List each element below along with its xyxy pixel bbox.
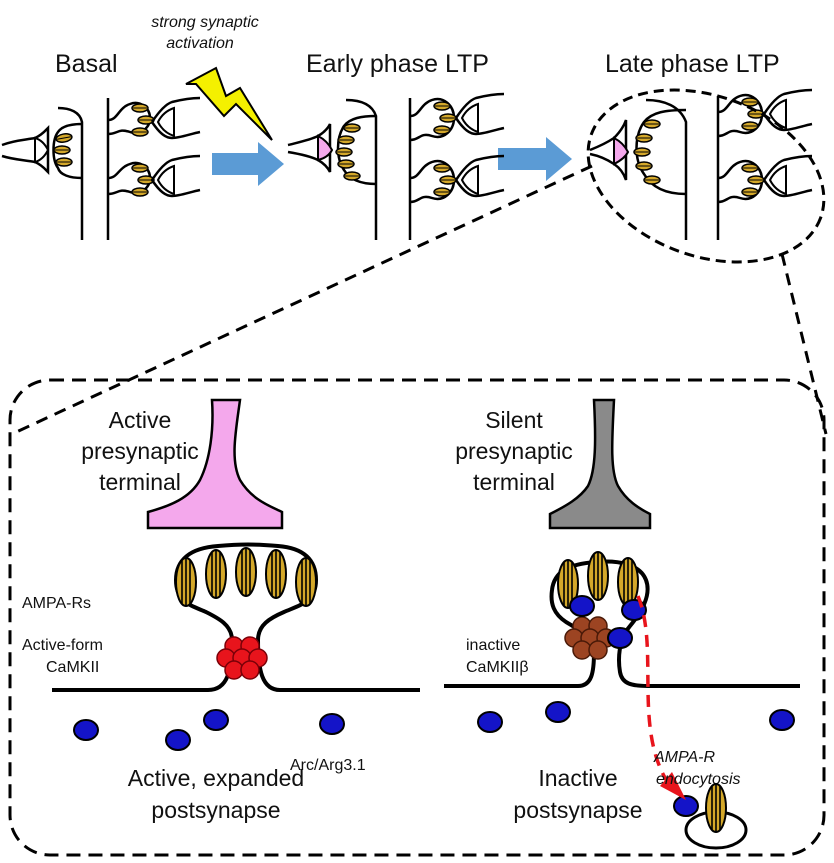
- active-terminal-label-line2: presynaptic: [81, 438, 199, 464]
- silent-postsynapse-label-line2: postsynapse: [513, 797, 642, 823]
- late-ltp-neuron-group: [589, 88, 813, 240]
- arc-protein: [569, 595, 595, 617]
- active-terminal-label-line3: terminal: [99, 469, 181, 495]
- inactive-camkii-label-line1: inactive: [466, 637, 520, 654]
- silent-terminal-label-line1: Silent: [485, 407, 543, 433]
- endocytosis-label-line2: endocytosis: [656, 771, 741, 788]
- ampa-receptor: [235, 547, 257, 597]
- arc-protein: [165, 729, 191, 751]
- active-postsynapse-label-line2: postsynapse: [151, 797, 280, 823]
- arc-protein: [545, 701, 571, 723]
- arc-protein: [673, 795, 699, 817]
- zoom-line-left: [11, 164, 593, 436]
- zoom-line-right: [780, 253, 828, 435]
- stimulus-label-line2: activation: [166, 35, 234, 52]
- ampa-receptor: [205, 549, 227, 599]
- ampa-receptor: [175, 557, 197, 607]
- silent-presynaptic-terminal: [548, 398, 652, 530]
- early-ltp-neuron-group: [287, 92, 505, 240]
- ampa-label: AMPA-Rs: [22, 595, 91, 612]
- active-postsynaptic-membrane: [52, 542, 420, 692]
- arc-protein: [477, 711, 503, 733]
- silent-synapse: Silent presynaptic terminal inactive CaM…: [444, 398, 800, 850]
- active-camkii-cluster: [216, 636, 268, 680]
- active-camkii-label-line1: Active-form: [22, 637, 103, 654]
- endocytosis-label-line1: AMPA-R: [653, 749, 715, 766]
- ampa-receptor: [265, 549, 287, 599]
- silent-terminal-label-line3: terminal: [473, 469, 555, 495]
- endocytosis-arrowhead: [660, 772, 686, 800]
- ampa-receptor: [705, 783, 727, 833]
- endocytosis-arrow: [636, 595, 672, 787]
- arrow-basal-to-early: [212, 142, 284, 186]
- arc-protein: [73, 719, 99, 741]
- inactive-camkii-label-line2: CaMKIIβ: [466, 659, 529, 676]
- silent-terminal-label-line2: presynaptic: [455, 438, 573, 464]
- active-terminal-label-line1: Active: [109, 407, 172, 433]
- active-synapse: Active presynaptic terminal AMPA-Rs Acti…: [22, 398, 420, 823]
- stage-label-late-ltp: Late phase LTP: [605, 50, 780, 78]
- ampa-receptor: [587, 551, 609, 601]
- stage-label-basal: Basal: [55, 50, 118, 78]
- zoom-region-ellipse: [586, 88, 826, 264]
- stage-label-early-ltp: Early phase LTP: [306, 50, 489, 78]
- active-camkii-label-line2: CaMKII: [46, 659, 99, 676]
- ampa-receptor: [617, 557, 639, 607]
- silent-postsynapse-label-line1: Inactive: [538, 765, 617, 791]
- arc-label: Arc/Arg3.1: [290, 757, 366, 774]
- lightning-bolt-icon: [185, 66, 273, 141]
- basal-neuron-group: [1, 96, 201, 240]
- active-presynaptic-terminal: [146, 398, 284, 530]
- stimulus-label-line1: strong synaptic: [151, 14, 259, 31]
- ampa-receptor: [295, 557, 317, 607]
- arc-protein: [203, 709, 229, 731]
- arc-protein: [319, 713, 345, 735]
- arrow-early-to-late: [498, 137, 572, 181]
- detail-panel-frame: [8, 378, 826, 857]
- active-postsynapse-label-line1: Active, expanded: [128, 765, 304, 791]
- arc-protein: [769, 709, 795, 731]
- inactive-camkii-cluster: [564, 616, 616, 660]
- arc-protein: [607, 627, 633, 649]
